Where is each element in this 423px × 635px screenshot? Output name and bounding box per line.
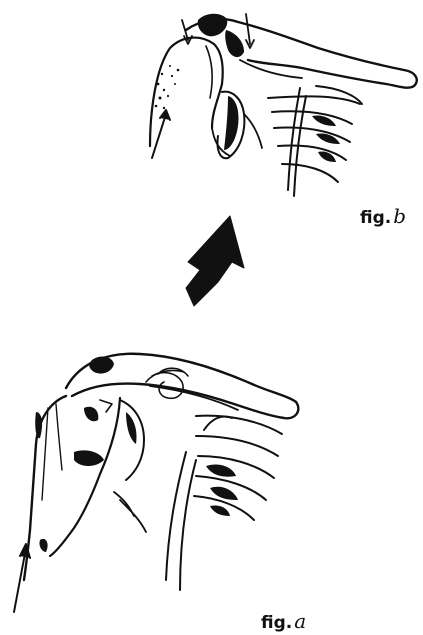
ribs-a xyxy=(166,416,282,590)
figure-b-caption-prefix: fig. xyxy=(360,208,391,228)
glenoid-a xyxy=(120,400,144,480)
rib-shadows-a xyxy=(206,464,238,516)
pointer-arrow-icon xyxy=(152,110,170,158)
humerus-shading-a xyxy=(35,407,104,552)
figure-b-caption: fig.b xyxy=(360,204,406,228)
humerus-a-right xyxy=(50,398,120,556)
figure-b-caption-letter: b xyxy=(393,204,406,228)
rib-shadows-b xyxy=(312,115,340,162)
glenoid-b-dark xyxy=(224,96,239,150)
up-right-arrow-icon xyxy=(186,216,244,306)
stipple-shading-b xyxy=(153,65,179,109)
figure-a-caption: fig.a xyxy=(261,609,306,633)
humeral-head-b-inner xyxy=(206,46,212,98)
clavicle-a-lower xyxy=(150,386,238,410)
scapula-a xyxy=(114,492,146,532)
figure-b-drawing xyxy=(150,14,417,196)
figure-a-caption-letter: a xyxy=(294,609,306,633)
humerus-a xyxy=(24,396,66,580)
ac-joint-a xyxy=(89,357,114,374)
figure-a-drawing xyxy=(14,354,298,612)
humerus-a-inner xyxy=(42,404,62,500)
joint-gap-b xyxy=(225,30,244,57)
coracoid-a xyxy=(146,368,188,398)
pointer-arrow-icon-a xyxy=(14,544,30,612)
pointer-arrow-icon-a-top xyxy=(100,400,112,412)
figure-a-caption-prefix: fig. xyxy=(261,613,292,633)
ac-joint-b xyxy=(198,14,228,37)
ribs-b xyxy=(268,86,362,196)
glenoid-a-dark xyxy=(126,412,137,444)
